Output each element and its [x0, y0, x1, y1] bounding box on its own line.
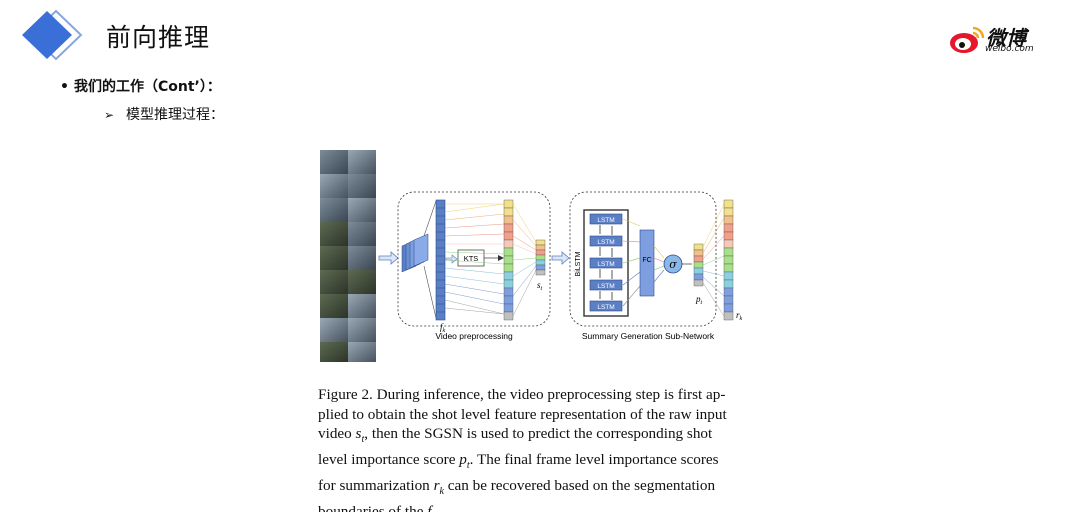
segmented-feature-column: [503, 199, 514, 321]
weibo-logo-icon: [950, 26, 985, 53]
shot-score-column: [693, 243, 704, 287]
architecture-figure: fk KTS: [320, 150, 743, 362]
frame-feature-column: [435, 199, 446, 321]
fk-label: fk: [440, 322, 446, 334]
pt-label: pt: [695, 294, 703, 306]
weibo-brand-name: 微博: [986, 26, 1026, 50]
lstm-arrows: [599, 225, 613, 300]
shot-feature-column: [535, 239, 546, 276]
caption-line: level importance score pt. The final fra…: [318, 451, 719, 472]
svg-text:LSTM: LSTM: [597, 261, 614, 268]
bullet-level-1: • 我们的工作（Cont’）：: [60, 76, 221, 96]
figure-caption: Figure 2. During inference, the video pr…: [318, 385, 748, 512]
video-frames: [320, 150, 376, 362]
lstm-cells: LSTM LSTM LSTM LSTM LSTM: [589, 213, 623, 312]
arrow-icon: [551, 251, 570, 265]
kts-label: KTS: [464, 254, 479, 263]
arrow-icon: [378, 251, 399, 265]
cnn-stack-icon: [401, 233, 429, 273]
sgsn-label: Summary Generation Sub-Network: [582, 331, 715, 341]
video-preprocessing-box: [397, 191, 551, 327]
st-label: st: [537, 280, 543, 292]
caption-line: boundaries of the fk.: [318, 502, 440, 512]
caption-line: for summarization rk can be recovered ba…: [318, 476, 716, 497]
svg-text:LSTM: LSTM: [597, 217, 614, 224]
rk-label: rk: [736, 310, 743, 322]
video-preprocessing-label: Video preprocessing: [435, 331, 513, 341]
svg-text:LSTM: LSTM: [597, 304, 614, 311]
logo-diamond-icon: [22, 9, 83, 61]
bullet-dot-icon: •: [60, 79, 69, 95]
bullet-2-text: 模型推理过程：: [126, 107, 224, 123]
caption-line: plied to obtain the shot level feature r…: [318, 405, 727, 423]
bullet-level-2: ➢ 模型推理过程：: [104, 104, 224, 124]
sigma-label: σ: [669, 258, 677, 271]
svg-text:LSTM: LSTM: [597, 239, 614, 246]
bilstm-label: BiLSTM: [575, 251, 582, 276]
caption-line: video st, then the SGSN is used to predi…: [318, 425, 713, 446]
bullet-arrow-icon: ➢: [104, 108, 115, 122]
fc-label: FC: [642, 257, 651, 264]
sgsn-box: [569, 191, 717, 327]
arrow-icon: [445, 254, 458, 264]
caption-line: Figure 2. During inference, the video pr…: [318, 386, 726, 403]
segment-mapping-lines: [444, 203, 505, 315]
page-title: 前向推理: [106, 23, 211, 52]
frame-score-column: [723, 199, 734, 321]
svg-text:LSTM: LSTM: [597, 283, 614, 290]
bullet-1-text: 我们的工作（Cont’）：: [74, 79, 221, 95]
bilstm-box: [583, 209, 629, 317]
weibo-brand-url: weibo.com: [985, 44, 1034, 54]
fc-layer: [639, 229, 655, 297]
